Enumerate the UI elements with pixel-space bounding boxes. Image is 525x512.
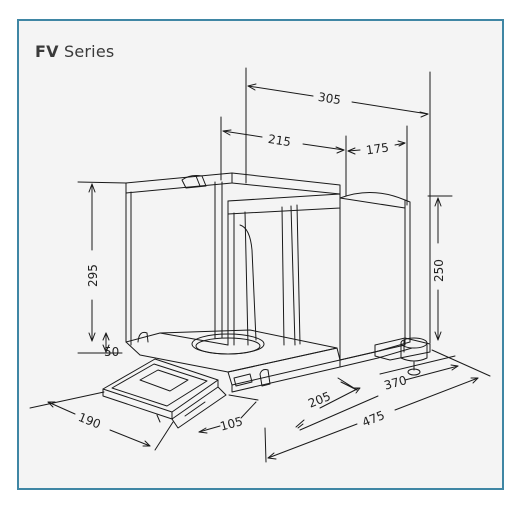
series-title-bold: FV [35,42,59,61]
series-title: FV Series [35,42,114,61]
dim-label-295: 295 [86,264,100,287]
dim-label-190: 190 [76,410,102,432]
dim-label-205: 205 [306,389,332,411]
diagram-panel: FV Series [17,19,504,490]
dim-label-215: 215 [267,132,292,149]
draft-shield [125,172,341,346]
display-unit [102,358,227,429]
dim-label-305: 305 [317,90,342,107]
series-title-rest: Series [58,42,115,61]
dim-label-105: 105 [219,414,245,433]
dimension-lines [29,67,491,463]
dim-label-50: 50 [104,345,119,359]
base-rear [374,337,431,376]
dim-label-370: 370 [383,373,409,392]
dim-label-475: 475 [360,408,386,430]
dim-label-250: 250 [432,259,446,282]
dim-label-175: 175 [365,140,390,157]
